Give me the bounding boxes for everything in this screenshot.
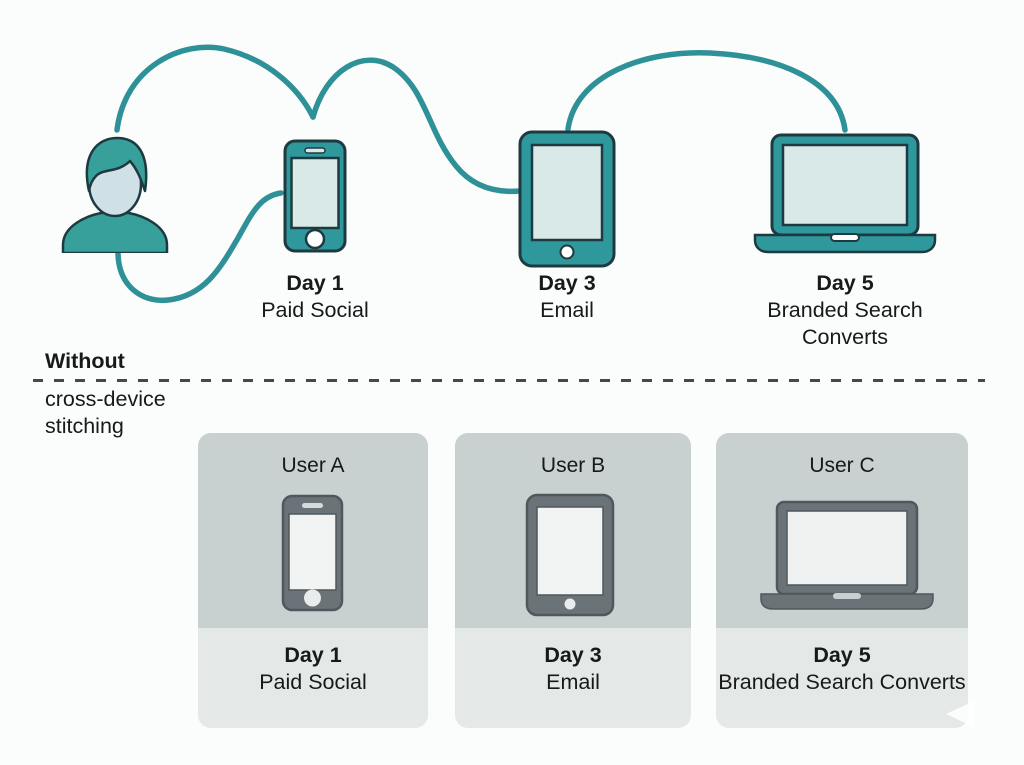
smartphone-icon [283, 139, 347, 253]
journey-step-label: Day 1 Paid Social [210, 270, 420, 324]
journey-step-label: Day 5 Branded Search Converts [740, 270, 950, 351]
user-card-device-area: User B [455, 433, 691, 628]
tablet-icon [525, 493, 615, 617]
user-card-device-area: User C [716, 433, 968, 628]
user-person-icon [61, 136, 169, 253]
journey-channel-label: Branded Search Converts [767, 298, 923, 349]
journey-channel-label: Paid Social [261, 298, 369, 322]
connector-person-to-phone-bottom [115, 190, 284, 304]
divider-heading: Without [45, 349, 125, 373]
card-channel-label: Email [546, 670, 600, 694]
laptop-icon [753, 133, 937, 254]
user-card-title: User C [809, 454, 875, 477]
user-card-title: User A [281, 454, 345, 477]
divider-subheading: cross-device stitching [45, 387, 166, 438]
laptop-icon [760, 500, 934, 610]
connector-person-to-phone [114, 44, 316, 133]
connector-phone-to-tablet [310, 57, 523, 195]
user-card-label-area: Day 5 Branded Search Converts [716, 628, 968, 728]
user-card-device-area: User A [198, 433, 428, 628]
card-channel-label: Branded Search Converts [718, 670, 966, 694]
journey-connector-line [114, 44, 848, 304]
smartphone-icon [281, 494, 344, 612]
card-day-label: Day 1 [284, 643, 342, 667]
user-card-label-area: Day 1 Paid Social [198, 628, 428, 728]
user-card-label-area: Day 3 Email [455, 628, 691, 728]
divider-dashed-line [33, 379, 985, 382]
journey-day-label: Day 3 [538, 271, 596, 295]
user-card-title: User B [540, 454, 606, 477]
journey-step-label: Day 3 Email [462, 270, 672, 324]
journey-channel-label: Email [540, 298, 594, 322]
card-day-label: Day 3 [544, 643, 602, 667]
tablet-icon [518, 130, 616, 268]
card-channel-label: Paid Social [259, 670, 367, 694]
connector-tablet-to-laptop [565, 50, 848, 133]
user-card: User B Day 3 Email [455, 433, 691, 728]
user-card: User C Day 5 Branded Search Converts [716, 433, 968, 728]
card-day-label: Day 5 [813, 643, 871, 667]
journey-day-label: Day 5 [816, 271, 874, 295]
user-card: User A Day 1 Paid Social [198, 433, 428, 728]
journey-day-label: Day 1 [286, 271, 344, 295]
